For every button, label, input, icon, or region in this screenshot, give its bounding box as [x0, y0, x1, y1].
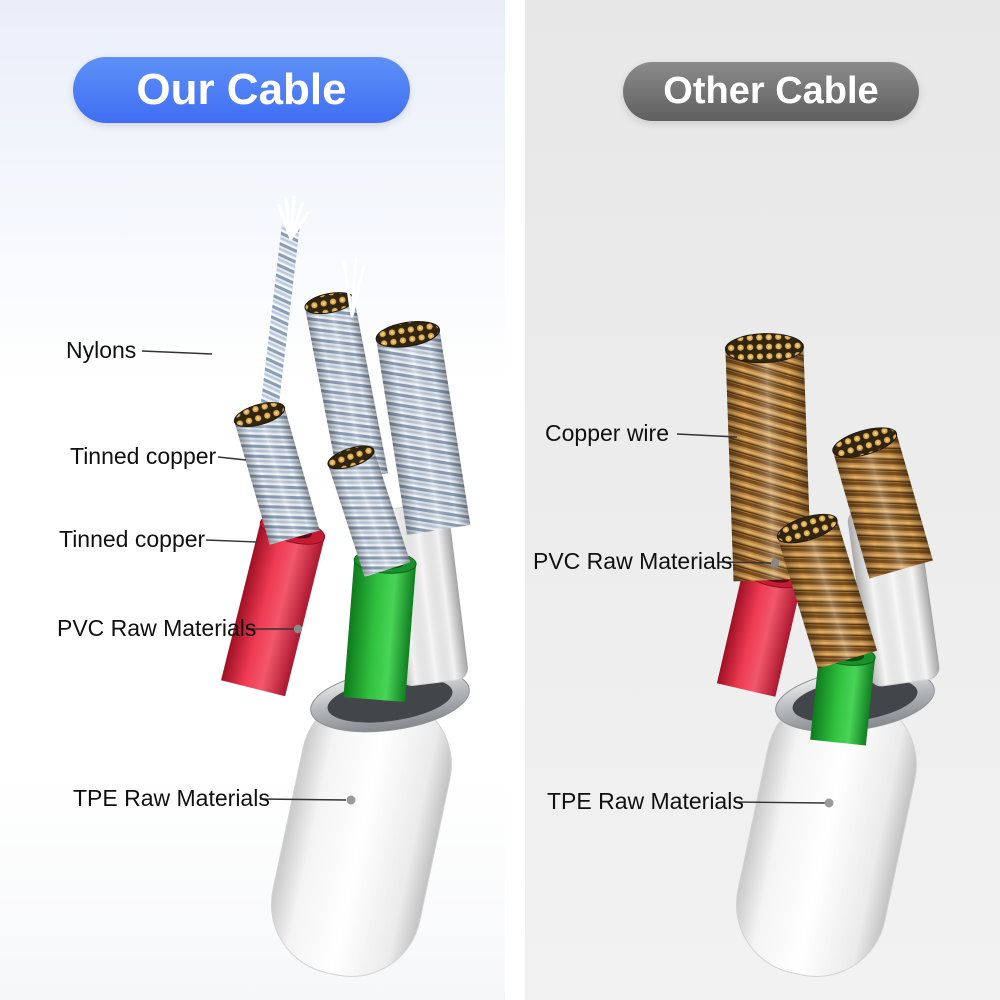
our-cable-panel: Our Cable Nylons Tinned copper Tinned co…	[0, 0, 505, 1000]
nylon-tip	[277, 195, 310, 240]
copper-bundle-front	[776, 513, 877, 669]
leader-dot-tpe	[346, 795, 356, 805]
tinned-copper-bundle-green	[327, 445, 411, 578]
tinned-copper-bundle-red	[233, 402, 320, 545]
leader-lines	[141, 350, 347, 801]
tinned-copper-bundle-right	[375, 321, 471, 535]
leader-dot-pvc	[770, 558, 780, 568]
label-nylons: Nylons	[66, 337, 137, 363]
leader-lines	[676, 433, 826, 804]
label-tinned-copper-1: Tinned copper	[70, 443, 217, 469]
leader-dot-pvc	[293, 624, 303, 634]
other-cable-title-badge: Other Cable	[623, 62, 919, 121]
our-cable-title-badge: Our Cable	[73, 57, 410, 123]
label-tinned-copper-2: Tinned copper	[59, 526, 206, 552]
label-pvc-left: PVC Raw Materials	[57, 615, 257, 641]
label-tpe-left: TPE Raw Materials	[73, 785, 270, 811]
nylon-tip-2	[342, 256, 366, 318]
tinned-copper-bundle-rear	[258, 195, 389, 483]
other-cable-title: Other Cable	[663, 70, 879, 112]
other-cable-illustration	[676, 333, 940, 977]
other-cable-panel: Other Cable Copper wire PVC Raw Material…	[525, 0, 1000, 1000]
leader-dot-tpe	[824, 798, 834, 808]
copper-bundle-left	[724, 333, 812, 582]
label-pvc-right: PVC Raw Materials	[533, 548, 733, 574]
label-tpe-right: TPE Raw Materials	[547, 788, 744, 814]
our-cable-illustration	[141, 195, 471, 977]
copper-bundle-right	[832, 427, 933, 579]
label-copper-wire: Copper wire	[545, 420, 669, 446]
nylon-core-rod	[258, 225, 300, 427]
our-cable-title: Our Cable	[136, 65, 347, 114]
